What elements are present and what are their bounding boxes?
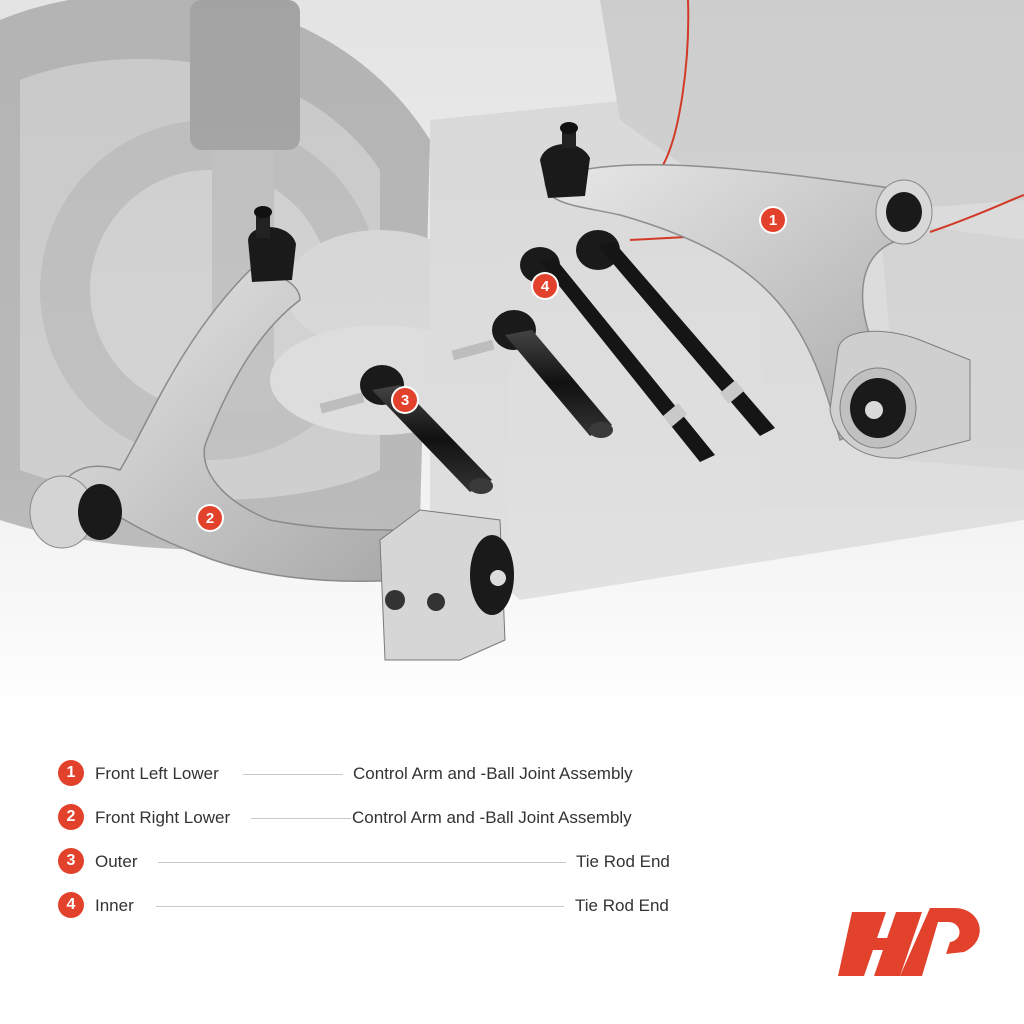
legend-number: 4 <box>58 892 84 918</box>
brand-logo <box>838 908 980 976</box>
inner-tie-rod-4b <box>576 230 775 436</box>
legend-description: Tie Rod End <box>575 896 669 915</box>
callout-3: 3 <box>393 388 417 412</box>
legend-label: Front Left Lower <box>95 764 219 783</box>
callout-4: 4 <box>533 274 557 298</box>
product-scene: 1 2 3 4 <box>0 0 1024 720</box>
outer-tie-rod-3b <box>451 310 613 438</box>
legend-leader-line <box>243 774 343 775</box>
legend-number: 1 <box>58 760 84 786</box>
legend-row-2: 2 Front Right Lower Control Arm and -Bal… <box>58 802 698 832</box>
legend-description: Control Arm and -Ball Joint Assembly <box>352 808 632 827</box>
legend-row-1: 1 Front Left Lower Control Arm and -Ball… <box>58 758 698 788</box>
inner-tie-rods <box>520 230 775 462</box>
legend-row-3: 3 Outer Tie Rod End <box>58 846 698 876</box>
legend-label: Front Right Lower <box>95 808 231 827</box>
legend-label: Inner <box>95 896 134 915</box>
legend-description: Control Arm and -Ball Joint Assembly <box>353 764 633 783</box>
legend-description: Tie Rod End <box>576 852 670 871</box>
legend-number: 3 <box>58 848 84 874</box>
legend-leader-line <box>156 906 564 907</box>
product-photo <box>0 0 1024 720</box>
control-arm-1 <box>540 122 971 459</box>
inner-tie-rod-4a <box>520 247 715 462</box>
callout-1: 1 <box>761 208 785 232</box>
callout-2: 2 <box>198 506 222 530</box>
legend-row-4: 4 Inner Tie Rod End <box>58 890 698 920</box>
legend-label: Outer <box>95 852 138 871</box>
legend-leader-line <box>251 818 351 819</box>
legend-number: 2 <box>58 804 84 830</box>
legend-leader-line <box>158 862 566 863</box>
control-arm-2 <box>29 206 514 661</box>
